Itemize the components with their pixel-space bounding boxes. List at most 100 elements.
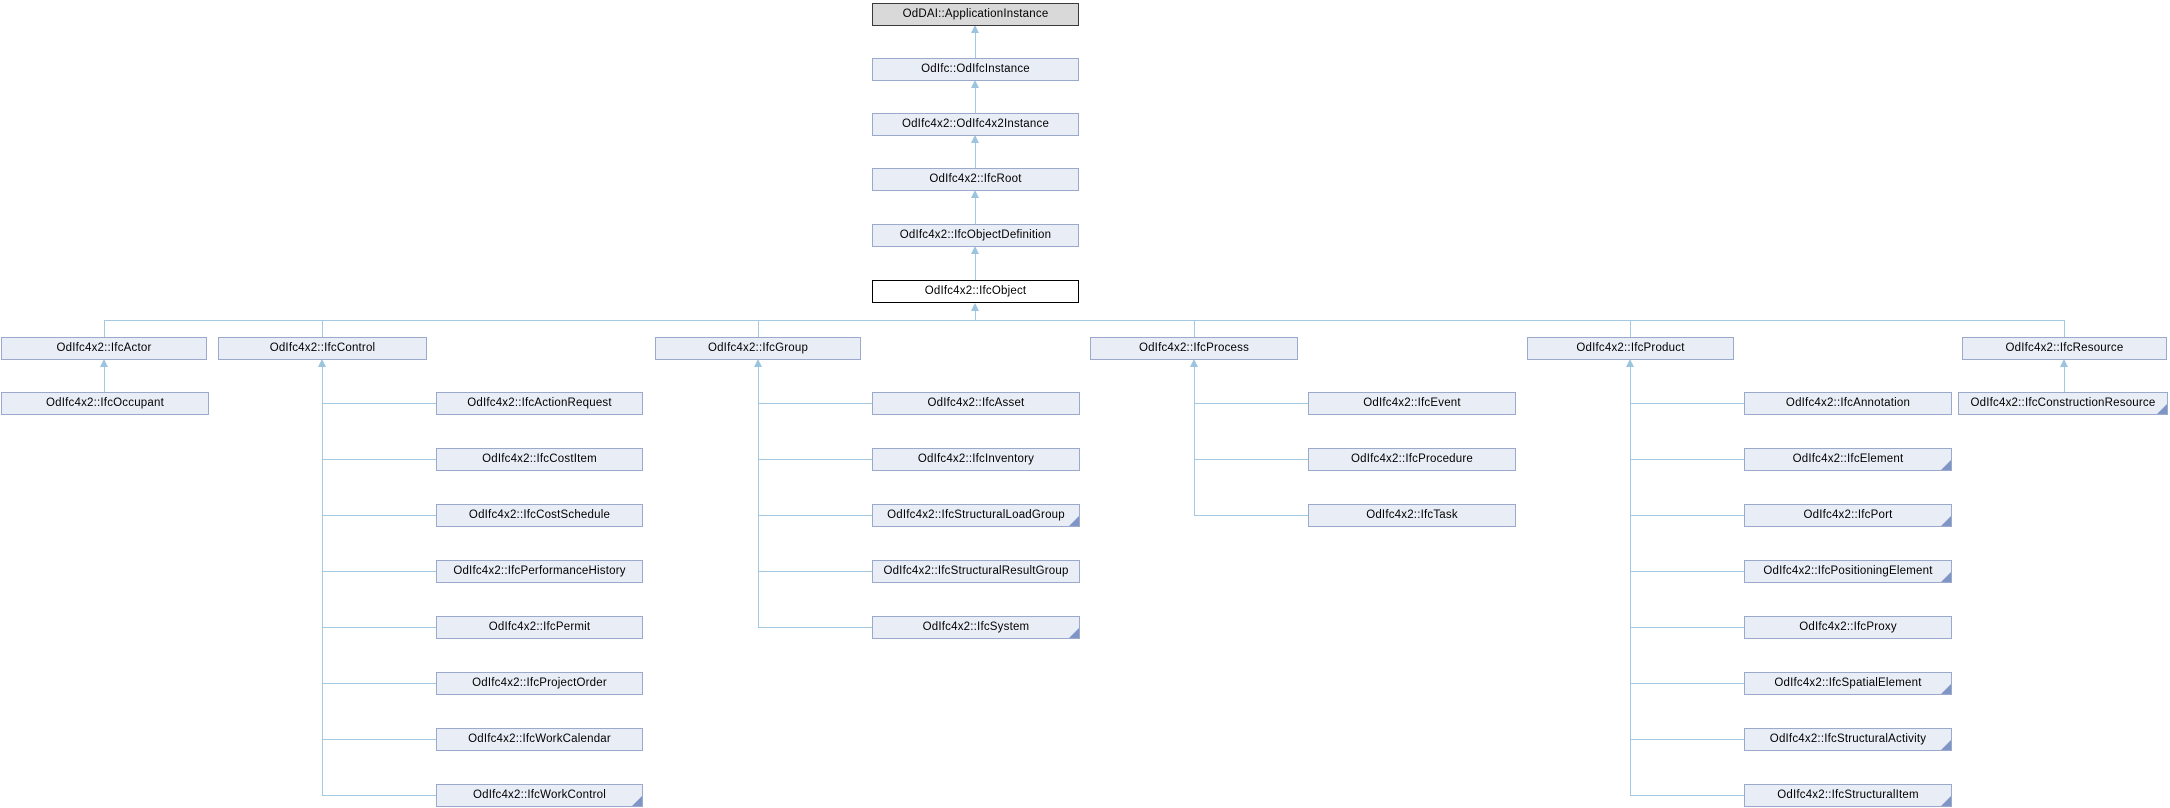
class-node-label: OdIfc4x2::IfcConstructionResource (1970, 397, 2156, 409)
connector (1194, 321, 1195, 337)
connector (975, 137, 976, 168)
class-node-label: OdIfc4x2::IfcWorkControl (472, 789, 607, 801)
class-node-ifc-element[interactable]: OdIfc4x2::IfcElement (1744, 448, 1952, 471)
class-node-label: OdIfc4x2::IfcPort (1803, 509, 1893, 521)
arrow-up-icon (971, 25, 979, 33)
class-node-ifc-group[interactable]: OdIfc4x2::IfcGroup (655, 337, 861, 360)
class-node-ifc-actor[interactable]: OdIfc4x2::IfcActor (1, 337, 207, 360)
has-subclasses-marker (1069, 628, 1079, 638)
connector (975, 82, 976, 113)
class-node-ifc-occupant[interactable]: OdIfc4x2::IfcOccupant (1, 392, 209, 415)
class-node-ifc-project-order[interactable]: OdIfc4x2::IfcProjectOrder (436, 672, 643, 695)
class-node-ifc-permit[interactable]: OdIfc4x2::IfcPermit (436, 616, 643, 639)
class-node-ifc-procedure[interactable]: OdIfc4x2::IfcProcedure (1308, 448, 1516, 471)
connector (975, 192, 976, 224)
class-node-ifc-cost-schedule[interactable]: OdIfc4x2::IfcCostSchedule (436, 504, 643, 527)
connector (322, 361, 323, 795)
connector (1630, 321, 1631, 337)
connector (758, 361, 759, 627)
class-node-ifc-task[interactable]: OdIfc4x2::IfcTask (1308, 504, 1516, 527)
connector (1630, 403, 1744, 404)
class-node-ifc-event[interactable]: OdIfc4x2::IfcEvent (1308, 392, 1516, 415)
class-node-ifc-object-definition[interactable]: OdIfc4x2::IfcObjectDefinition (872, 224, 1079, 247)
connector (322, 627, 436, 628)
class-node-label: OdIfc4x2::IfcStructuralLoadGroup (887, 509, 1065, 521)
has-subclasses-marker (1941, 516, 1951, 526)
connector (1194, 361, 1195, 515)
class-node-ifc-spatial-element[interactable]: OdIfc4x2::IfcSpatialElement (1744, 672, 1952, 695)
class-node-ifc-control[interactable]: OdIfc4x2::IfcControl (218, 337, 427, 360)
connector (1630, 627, 1744, 628)
class-node-ifc-resource[interactable]: OdIfc4x2::IfcResource (1962, 337, 2167, 360)
has-subclasses-marker (1069, 516, 1079, 526)
class-node-ifc-performance-history[interactable]: OdIfc4x2::IfcPerformanceHistory (436, 560, 643, 583)
connector (1630, 571, 1744, 572)
has-subclasses-marker (1941, 740, 1951, 750)
class-node-ifc-structural-result-group[interactable]: OdIfc4x2::IfcStructuralResultGroup (872, 560, 1080, 583)
class-node-ifc-inventory[interactable]: OdIfc4x2::IfcInventory (872, 448, 1080, 471)
connector (322, 459, 436, 460)
class-node-ifc-proxy[interactable]: OdIfc4x2::IfcProxy (1744, 616, 1952, 639)
class-node-ifc-cost-item[interactable]: OdIfc4x2::IfcCostItem (436, 448, 643, 471)
arrow-up-icon (2060, 359, 2068, 367)
class-node-label: OdIfc4x2::IfcPositioningElement (1763, 565, 1933, 577)
has-subclasses-marker (1941, 572, 1951, 582)
arrow-up-icon (754, 359, 762, 367)
class-node-ifc-work-calendar[interactable]: OdIfc4x2::IfcWorkCalendar (436, 728, 643, 751)
class-node-odifc-instance[interactable]: OdIfc::OdIfcInstance (872, 58, 1079, 81)
class-node-ifc-work-control[interactable]: OdIfc4x2::IfcWorkControl (436, 784, 643, 807)
class-node-ifc-system[interactable]: OdIfc4x2::IfcSystem (872, 616, 1080, 639)
connector (1630, 361, 1631, 795)
connector (2064, 321, 2065, 337)
class-node-ifc-structural-activity[interactable]: OdIfc4x2::IfcStructuralActivity (1744, 728, 1952, 751)
connector (758, 321, 759, 337)
class-node-ifc-asset[interactable]: OdIfc4x2::IfcAsset (872, 392, 1080, 415)
class-node-label: OdIfc4x2::IfcStructuralActivity (1769, 733, 1927, 745)
has-subclasses-marker (1941, 796, 1951, 806)
arrow-up-icon (1626, 359, 1634, 367)
class-node-ifc-action-request[interactable]: OdIfc4x2::IfcActionRequest (436, 392, 643, 415)
class-node-ifc-annotation[interactable]: OdIfc4x2::IfcAnnotation (1744, 392, 1952, 415)
connector (104, 361, 105, 392)
class-node-ifc-root[interactable]: OdIfc4x2::IfcRoot (872, 168, 1079, 191)
class-node-ifc-structural-load-group[interactable]: OdIfc4x2::IfcStructuralLoadGroup (872, 504, 1080, 527)
connector (1630, 515, 1744, 516)
class-node-label: OdIfc4x2::IfcStructuralItem (1777, 789, 1919, 801)
class-node-ifc-structural-item[interactable]: OdIfc4x2::IfcStructuralItem (1744, 784, 1952, 807)
arrow-up-icon (1190, 359, 1198, 367)
connector (322, 795, 436, 796)
has-subclasses-marker (2157, 404, 2167, 414)
class-node-odifc4x2-instance[interactable]: OdIfc4x2::OdIfc4x2Instance (872, 113, 1079, 136)
connector (104, 320, 2065, 321)
class-node-application-instance[interactable]: OdDAI::ApplicationInstance (872, 3, 1079, 26)
connector (758, 627, 872, 628)
connector (758, 403, 872, 404)
connector (322, 403, 436, 404)
connector (104, 321, 105, 337)
connector (1630, 459, 1744, 460)
arrow-up-icon (971, 303, 979, 311)
arrow-up-icon (971, 135, 979, 143)
connector (322, 321, 323, 337)
connector (1194, 515, 1308, 516)
has-subclasses-marker (1941, 684, 1951, 694)
class-node-ifc-product[interactable]: OdIfc4x2::IfcProduct (1527, 337, 1734, 360)
connector (975, 27, 976, 58)
connector (1194, 403, 1308, 404)
connector (2064, 361, 2065, 392)
connector (1630, 683, 1744, 684)
class-node-ifc-object: OdIfc4x2::IfcObject (872, 280, 1079, 303)
arrow-up-icon (318, 359, 326, 367)
class-node-ifc-process[interactable]: OdIfc4x2::IfcProcess (1090, 337, 1298, 360)
arrow-up-icon (971, 80, 979, 88)
connector (975, 305, 976, 321)
arrow-up-icon (100, 359, 108, 367)
connector (758, 459, 872, 460)
arrow-up-icon (971, 190, 979, 198)
class-node-ifc-positioning-element[interactable]: OdIfc4x2::IfcPositioningElement (1744, 560, 1952, 583)
class-node-label: OdIfc4x2::IfcSystem (922, 621, 1030, 633)
connector (322, 571, 436, 572)
class-node-label: OdIfc4x2::IfcElement (1792, 453, 1904, 465)
class-node-ifc-port[interactable]: OdIfc4x2::IfcPort (1744, 504, 1952, 527)
class-node-ifc-construction-resource[interactable]: OdIfc4x2::IfcConstructionResource (1958, 392, 2168, 415)
